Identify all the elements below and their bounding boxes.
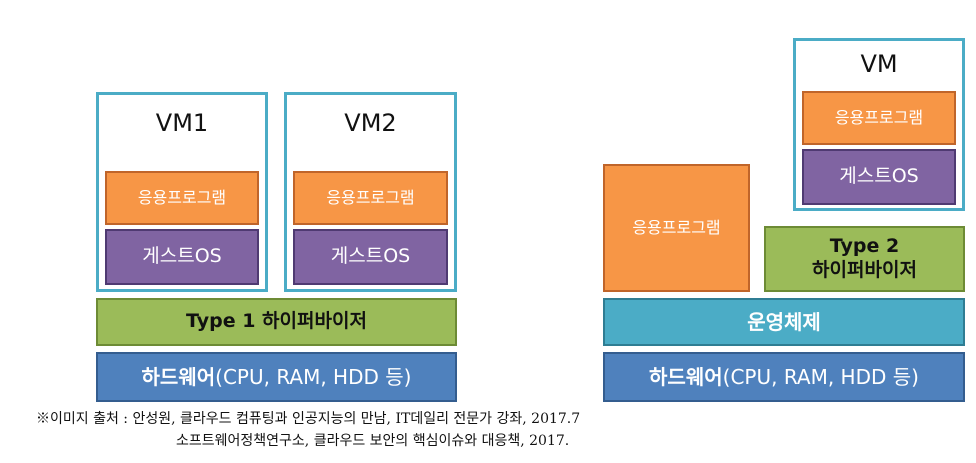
- type2-hardware-label: 하드웨어: [649, 364, 723, 389]
- vm2-frame: VM2 응용프로그램 게스트OS: [284, 92, 457, 292]
- type1-hardware-box: 하드웨어(CPU, RAM, HDD 등): [96, 352, 457, 402]
- source-caption-line2: 소프트웨어정책연구소, 클라우드 보안의 핵심이슈와 대응책, 2017.: [176, 433, 570, 449]
- vm1-app-box: 응용프로그램: [105, 171, 259, 225]
- type2-hardware-box: 하드웨어(CPU, RAM, HDD 등): [603, 352, 965, 402]
- type2-vm-title: VM: [860, 50, 898, 78]
- host-app-box: 응용프로그램: [603, 164, 750, 292]
- source-caption-line1: ※이미지 출처 : 안성원, 클라우드 컴퓨팅과 인공지능의 만남, IT데일리…: [36, 411, 581, 427]
- type2-hypervisor-line2: 하이퍼바이저: [812, 259, 917, 281]
- type1-hardware-label: 하드웨어: [141, 364, 216, 389]
- vm2-app-box: 응용프로그램: [293, 171, 448, 225]
- vm2-title: VM2: [344, 109, 397, 137]
- vm2-guest-os-box: 게스트OS: [293, 229, 448, 285]
- vm1-title: VM1: [155, 109, 209, 137]
- type1-diagram: VM1 응용프로그램 게스트OS VM2 응용프로그램 게스트OS Type 1…: [0, 0, 470, 410]
- type2-vm-app-box: 응용프로그램: [802, 91, 956, 145]
- type1-hypervisor-box: Type 1 하이퍼바이저: [96, 298, 457, 346]
- vm1-guest-os-box: 게스트OS: [105, 229, 259, 285]
- vm1-frame: VM1 응용프로그램 게스트OS: [96, 92, 268, 292]
- type2-diagram: VM 응용프로그램 게스트OS 응용프로그램 Type 2 하이퍼바이저 운영체…: [590, 0, 976, 410]
- type1-hardware-spec: (CPU, RAM, HDD 등): [215, 364, 412, 389]
- type2-vm-guest-os-box: 게스트OS: [802, 149, 956, 205]
- type2-hardware-spec: (CPU, RAM, HDD 등): [722, 364, 919, 389]
- type2-hypervisor-box: Type 2 하이퍼바이저: [764, 226, 965, 292]
- type2-vm-frame: VM 응용프로그램 게스트OS: [793, 38, 965, 211]
- host-os-box: 운영체제: [603, 298, 965, 346]
- type2-hypervisor-line1: Type 2: [829, 235, 900, 258]
